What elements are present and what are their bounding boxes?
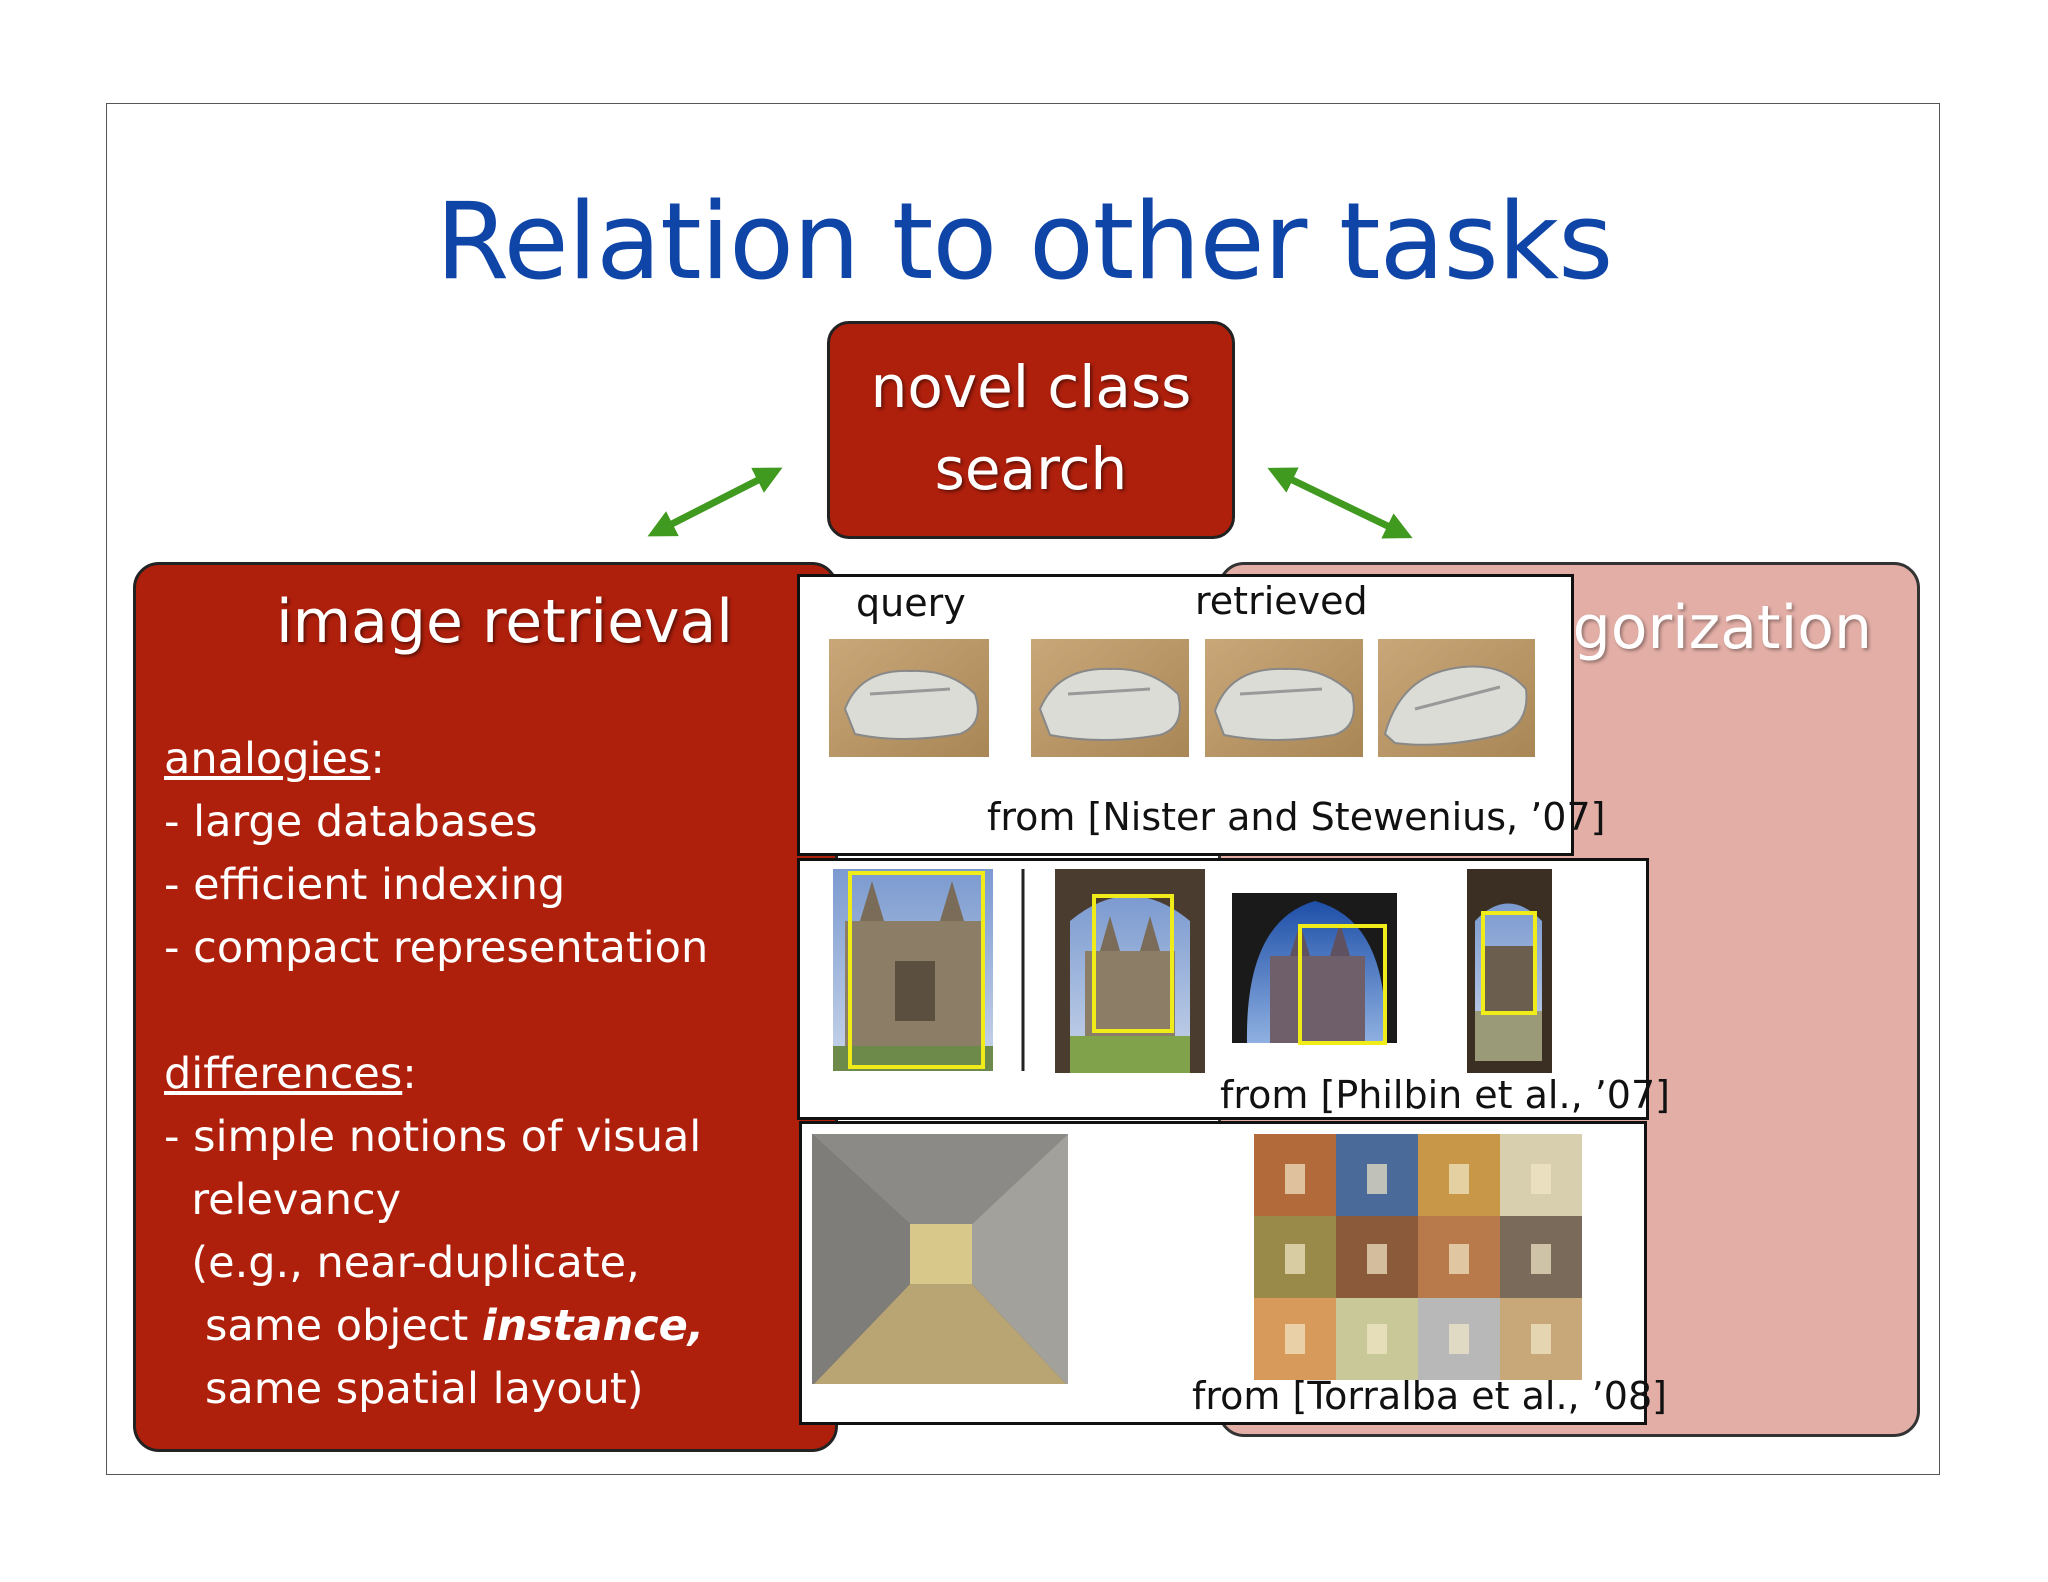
query-corridor-image [812,1134,1068,1384]
retrieved-label: retrieved [1195,579,1368,623]
slide-title: Relation to other tasks [435,180,1614,303]
analogies-label: analogies [164,734,371,784]
novel-class-line: novel class [870,353,1192,421]
retrieved-building-image [1055,869,1205,1073]
difference-line: (e.g., near-duplicate, [164,1238,640,1288]
slide-frame [106,103,1940,1475]
scene-retrieval-panel: from [Torralba et al., ’08] [799,1121,1667,1425]
shoe-images [829,639,1535,757]
analogy-item: - efficient indexing [164,860,566,910]
nister-citation: from [Nister and Stewenius, ’07] [987,795,1606,839]
difference-line: same object [164,1301,482,1351]
retrieved-building-image [1232,893,1397,1045]
retrieved-shoe-image [1378,639,1535,757]
shoe-retrieval-panel: query retrieved from [Nister and [797,574,1605,856]
image-retrieval-title: image retrieval [276,587,733,657]
novel-class-line: search [934,435,1128,503]
retrieved-building-image [1467,869,1552,1073]
image-retrieval-box: image retrieval analogies: - large datab… [133,562,838,1452]
analogy-item: - large databases [164,797,538,847]
query-building-image [833,869,993,1071]
corridor-images [812,1134,1582,1384]
building-images [833,869,1552,1073]
image-retrieval-body: analogies: - large databases - efficient… [164,734,709,1414]
query-shoe-image [829,639,989,757]
torralba-citation: from [Torralba et al., ’08] [1192,1374,1667,1418]
differences-label: differences [164,1049,403,1099]
difference-line: - simple notions of visual [164,1112,702,1162]
instance-emphasis: instance, [481,1301,705,1351]
difference-line: relevancy [164,1175,402,1225]
building-retrieval-panel: from [Philbin et al., ’07] [797,858,1670,1120]
difference-line: same spatial layout) [164,1364,644,1414]
query-label: query [856,581,966,625]
retrieved-shoe-image [1031,639,1189,757]
retrieved-scene-grid [1254,1134,1582,1380]
philbin-citation: from [Philbin et al., ’07] [1220,1073,1670,1117]
retrieved-shoe-image [1205,639,1363,757]
analogy-item: - compact representation [164,923,709,973]
novel-class-search-box: novel class search [827,321,1235,539]
categorization-title: egorization [1535,593,1872,663]
